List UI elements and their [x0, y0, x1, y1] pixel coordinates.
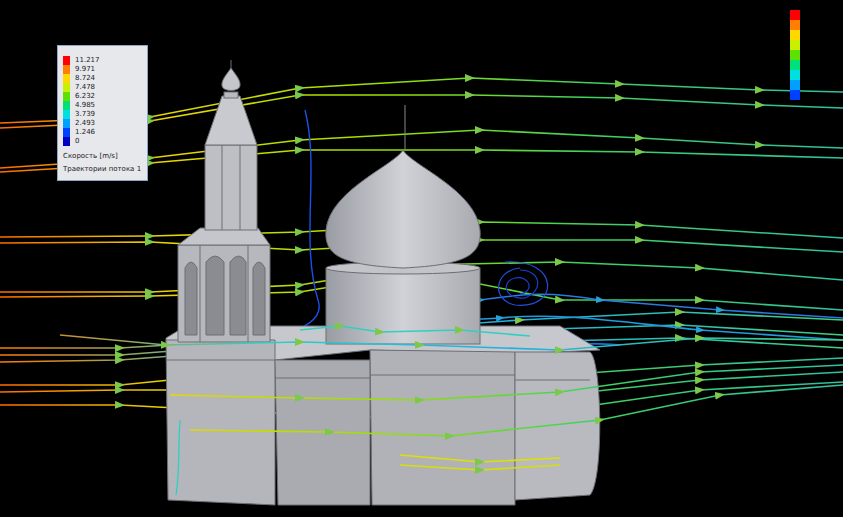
legend-row: 3.739 — [63, 110, 141, 119]
legend-swatch — [63, 101, 70, 110]
legend-series-name: Траектории потока 1 — [63, 164, 141, 174]
legend-swatch — [63, 137, 70, 146]
legend-swatch — [63, 56, 70, 65]
legend-value: 8.724 — [75, 74, 95, 83]
legend-value: 7.478 — [75, 83, 95, 92]
legend-value: 2.493 — [75, 119, 95, 128]
legend-value: 0 — [75, 137, 79, 146]
legend-swatch — [63, 119, 70, 128]
legend-swatch — [63, 110, 70, 119]
legend-value: 11.217 — [75, 56, 100, 65]
legend-value: 9.971 — [75, 65, 95, 74]
legend-row: 1.246 — [63, 128, 141, 137]
legend-row: 2.493 — [63, 119, 141, 128]
legend-swatch — [63, 65, 70, 74]
legend-swatch — [63, 92, 70, 101]
legend-value: 1.246 — [75, 128, 95, 137]
legend-swatch — [63, 74, 70, 83]
legend-row: 7.478 — [63, 83, 141, 92]
legend-row: 6.232 — [63, 92, 141, 101]
legend-panel: 11.2179.9718.7247.4786.2324.9853.7392.49… — [57, 45, 148, 181]
legend-row: 11.217 — [63, 56, 141, 65]
legend-row: 9.971 — [63, 65, 141, 74]
legend-value: 6.232 — [75, 92, 95, 101]
legend-swatch — [63, 128, 70, 137]
legend-quantity: Скорость [m/s] — [63, 151, 141, 161]
legend-swatch — [63, 83, 70, 92]
legend-value: 4.985 — [75, 101, 95, 110]
legend-row: 4.985 — [63, 101, 141, 110]
legend-row: 8.724 — [63, 74, 141, 83]
legend-row: 0 — [63, 137, 141, 146]
legend-value: 3.739 — [75, 110, 95, 119]
